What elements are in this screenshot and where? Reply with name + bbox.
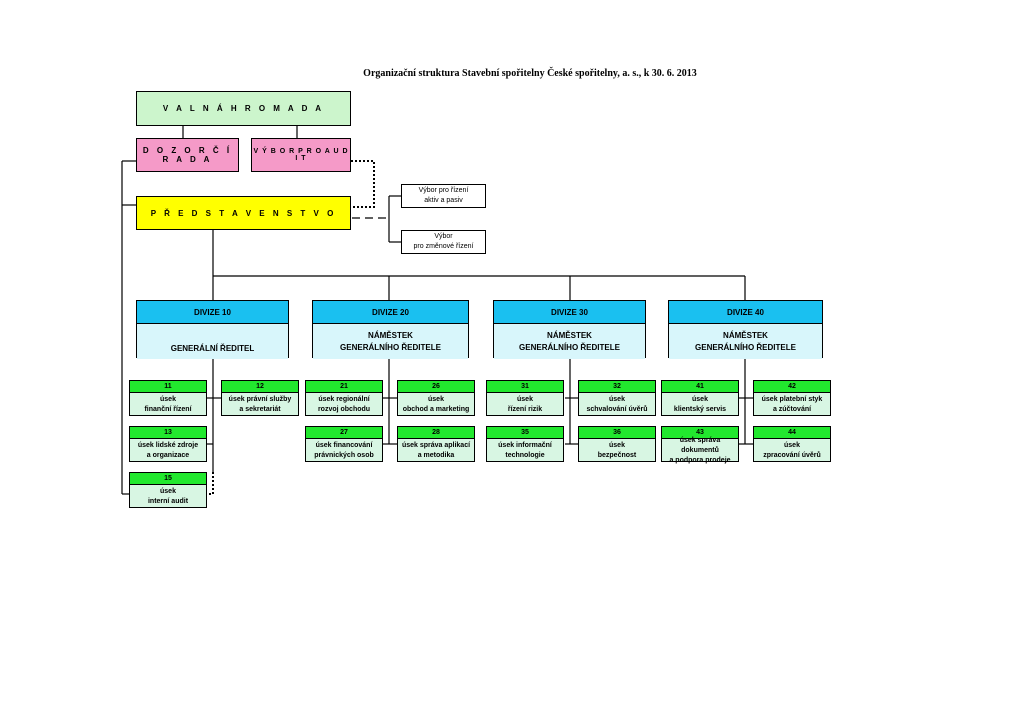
valna-hromada-box: V A L N Á H R O M A D A <box>136 91 351 126</box>
committee-change: Výbor pro změnové řízení <box>401 230 486 254</box>
division-body: GENERÁLNÍ ŘEDITEL <box>137 324 288 359</box>
division-role-line2: GENERÁLNÍHO ŘEDITELE <box>695 342 796 352</box>
division-head: DIVIZE 20 <box>313 301 468 324</box>
division-role-line2: GENERÁLNÍHO ŘEDITELE <box>519 342 620 352</box>
unit-number: 35 <box>487 427 563 439</box>
unit-number: 13 <box>130 427 206 439</box>
unit-number: 44 <box>754 427 830 439</box>
dozorci-rada-label: D O Z O R Č Í R A D A <box>142 146 233 164</box>
unit-number: 32 <box>579 381 655 393</box>
dozorci-rada-box: D O Z O R Č Í R A D A <box>136 138 239 172</box>
division-head: DIVIZE 10 <box>137 301 288 324</box>
division-role-line1: NÁMĚSTEK <box>723 330 768 340</box>
division-role-line2: GENERÁLNÍHO ŘEDITELE <box>340 342 441 352</box>
unit-number: 11 <box>130 381 206 393</box>
vybor-pro-audit-label: V Ý B O R P R O A U D I T <box>253 148 349 162</box>
unit-number: 12 <box>222 381 298 393</box>
division-20: DIVIZE 20 NÁMĚSTEK GENERÁLNÍHO ŘEDITELE <box>312 300 469 359</box>
unit-number: 43 <box>662 427 738 439</box>
unit-number: 26 <box>398 381 474 393</box>
committee-line2: aktiv a pasiv <box>424 197 463 204</box>
unit-number: 15 <box>130 473 206 485</box>
division-role-line1: NÁMĚSTEK <box>547 330 592 340</box>
division-body: NÁMĚSTEK GENERÁLNÍHO ŘEDITELE <box>313 324 468 359</box>
predstavenstvo-label: P Ř E D S T A V E N S T V O <box>150 208 337 218</box>
division-head: DIVIZE 40 <box>669 301 822 324</box>
predstavenstvo-box: P Ř E D S T A V E N S T V O <box>136 196 351 230</box>
unit-number: 31 <box>487 381 563 393</box>
division-body: NÁMĚSTEK GENERÁLNÍHO ŘEDITELE <box>669 324 822 359</box>
division-head: DIVIZE 30 <box>494 301 645 324</box>
vybor-pro-audit-box: V Ý B O R P R O A U D I T <box>251 138 351 172</box>
committee-line1: Výbor pro řízení <box>418 187 469 194</box>
committee-alco: Výbor pro řízení aktiv a pasiv <box>401 184 486 208</box>
committee-line1: Výbor <box>434 233 453 240</box>
unit-number: 41 <box>662 381 738 393</box>
unit-number: 27 <box>306 427 382 439</box>
committee-line2: pro změnové řízení <box>413 243 474 250</box>
valna-hromada-label: V A L N Á H R O M A D A <box>162 104 325 113</box>
division-10: DIVIZE 10 GENERÁLNÍ ŘEDITEL <box>136 300 289 359</box>
division-role-line1: NÁMĚSTEK <box>368 330 413 340</box>
page-title: Organizační struktura Stavební spořiteln… <box>363 68 697 79</box>
division-30: DIVIZE 30 NÁMĚSTEK GENERÁLNÍHO ŘEDITELE <box>493 300 646 359</box>
division-role-line1: GENERÁLNÍ ŘEDITEL <box>170 343 255 353</box>
division-40: DIVIZE 40 NÁMĚSTEK GENERÁLNÍHO ŘEDITELE <box>668 300 823 359</box>
unit-number: 36 <box>579 427 655 439</box>
unit-number: 28 <box>398 427 474 439</box>
unit-number: 42 <box>754 381 830 393</box>
unit-number: 21 <box>306 381 382 393</box>
division-body: NÁMĚSTEK GENERÁLNÍHO ŘEDITELE <box>494 324 645 359</box>
